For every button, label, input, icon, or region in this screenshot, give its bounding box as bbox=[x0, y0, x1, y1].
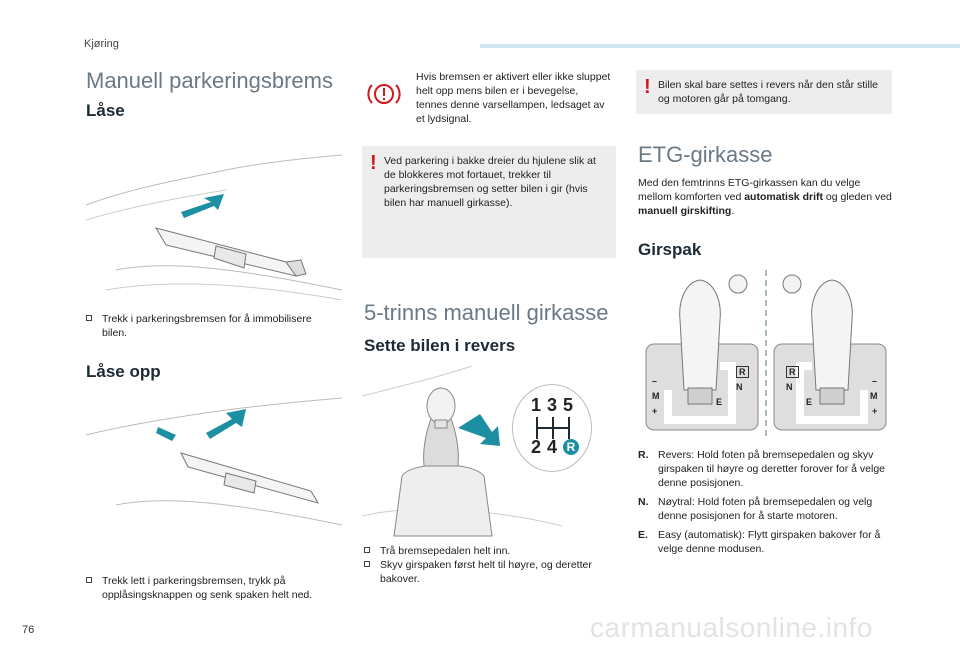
warning-lamp-text: Hvis bremsen er aktivert eller ikke slup… bbox=[416, 71, 611, 125]
etg-left-minus-label: – bbox=[652, 376, 658, 386]
step-item: Skyv girspaken først helt til høyre, og … bbox=[364, 558, 614, 586]
etg-right-m-label: M bbox=[870, 391, 878, 401]
manual-gearbox-title: 5-trinns manuell girkasse bbox=[364, 300, 609, 325]
etg-left-plus-label: + bbox=[652, 406, 658, 416]
gear-pattern-diagram: 1 3 5 2 4 R bbox=[512, 384, 592, 472]
lock-heading: Låse bbox=[86, 101, 125, 120]
etg-left-r-label: R bbox=[736, 366, 749, 378]
exclamation-icon: ! bbox=[644, 76, 651, 98]
etg-right-e-label: E bbox=[806, 397, 813, 407]
gear-2-label: 2 bbox=[531, 437, 542, 457]
exclamation-icon: ! bbox=[370, 152, 377, 174]
reverse-warning-text: Bilen skal bare settes i revers når den … bbox=[658, 79, 879, 105]
gear-5-label: 5 bbox=[563, 395, 574, 415]
lever-heading: Girspak bbox=[638, 240, 702, 259]
manual-gear-lever-illustration: 1 3 5 2 4 R bbox=[361, 365, 616, 538]
header-bar bbox=[480, 44, 960, 48]
list-item: R.Revers: Hold foten på bremsepedalen og… bbox=[638, 449, 886, 489]
etg-left-e-label: E bbox=[716, 397, 723, 407]
reverse-steps: Trå bremsepedalen helt inn. Skyv girspak… bbox=[364, 544, 614, 586]
etg-left-n-label: N bbox=[736, 382, 743, 392]
gear-4-label: 4 bbox=[547, 437, 558, 457]
slope-warning-text: Ved parkering i bakke dreier du hjulene … bbox=[384, 155, 596, 209]
list-item: E.Easy (automatisk): Flytt girspaken bak… bbox=[638, 529, 881, 555]
step-item: Trå bremsepedalen helt inn. bbox=[364, 544, 614, 558]
brake-warning-lamp-icon bbox=[366, 80, 402, 108]
gear-positions-list: R.Revers: Hold foten på bremsepedalen og… bbox=[638, 448, 894, 561]
handbrake-lock-illustration bbox=[85, 150, 343, 301]
bullet-square-icon bbox=[364, 547, 370, 553]
gear-r-label: R bbox=[563, 439, 579, 455]
page-number: 76 bbox=[22, 624, 35, 636]
etg-right-r-label: R bbox=[786, 366, 799, 378]
etg-left-m-label: M bbox=[652, 391, 660, 401]
reverse-heading: Sette bilen i revers bbox=[364, 336, 516, 355]
section-tag: Kjøring bbox=[84, 38, 119, 50]
unlock-heading: Låse opp bbox=[86, 362, 161, 381]
etg-right-n-label: N bbox=[786, 382, 793, 392]
list-item: N.Nøytral: Hold foten på bremsepedalen o… bbox=[638, 496, 873, 522]
gear-3-label: 3 bbox=[547, 395, 558, 415]
bullet-square-icon bbox=[86, 577, 92, 583]
etg-intro: Med den femtrinns ETG-girkassen kan du v… bbox=[638, 177, 892, 217]
slope-warning-box: ! Ved parkering i bakke dreier du hjulen… bbox=[362, 146, 616, 258]
etg-right-plus-label: + bbox=[872, 406, 878, 416]
unlock-instruction: Trekk lett i parkeringsbremsen, trykk på… bbox=[86, 574, 342, 602]
etg-title: ETG-girkasse bbox=[638, 142, 773, 167]
etg-right-minus-label: – bbox=[872, 376, 878, 386]
handbrake-unlock-illustration bbox=[85, 395, 343, 535]
gear-1-label: 1 bbox=[531, 395, 542, 415]
etg-gate-illustration: R N E – M + R N E – M + bbox=[640, 270, 892, 436]
lock-instruction: Trekk i parkeringsbremsen for å immobili… bbox=[86, 312, 312, 340]
reverse-warning-box: ! Bilen skal bare settes i revers når de… bbox=[636, 70, 892, 114]
bullet-square-icon bbox=[364, 561, 370, 567]
parking-brake-title: Manuell parkeringsbrems bbox=[86, 68, 333, 93]
bullet-square-icon bbox=[86, 315, 92, 321]
watermark: carmanualsonline.info bbox=[590, 612, 873, 643]
